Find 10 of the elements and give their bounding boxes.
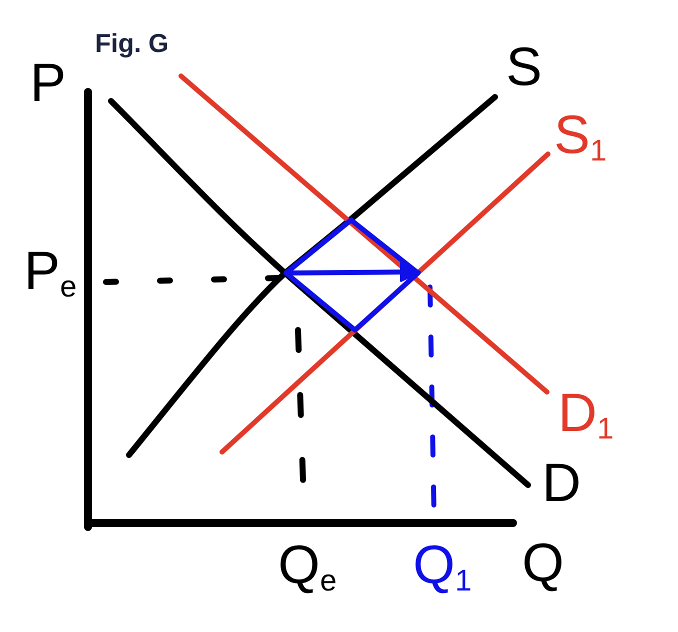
axis-value-label: Q$_{e}$	[278, 538, 337, 596]
axis-label: Q	[522, 536, 564, 590]
axis-value-label: P$_{e}$	[24, 244, 77, 302]
axis-label: P	[30, 56, 66, 110]
curve-label: S	[506, 40, 542, 94]
curve-label: S$_{1}$	[554, 108, 607, 166]
axis-value-label: Q$_{1}$	[413, 538, 472, 596]
figure-title: Fig. G	[95, 30, 169, 56]
curve-label: D$_{1}$	[558, 386, 614, 444]
curve-label: D	[542, 456, 581, 510]
